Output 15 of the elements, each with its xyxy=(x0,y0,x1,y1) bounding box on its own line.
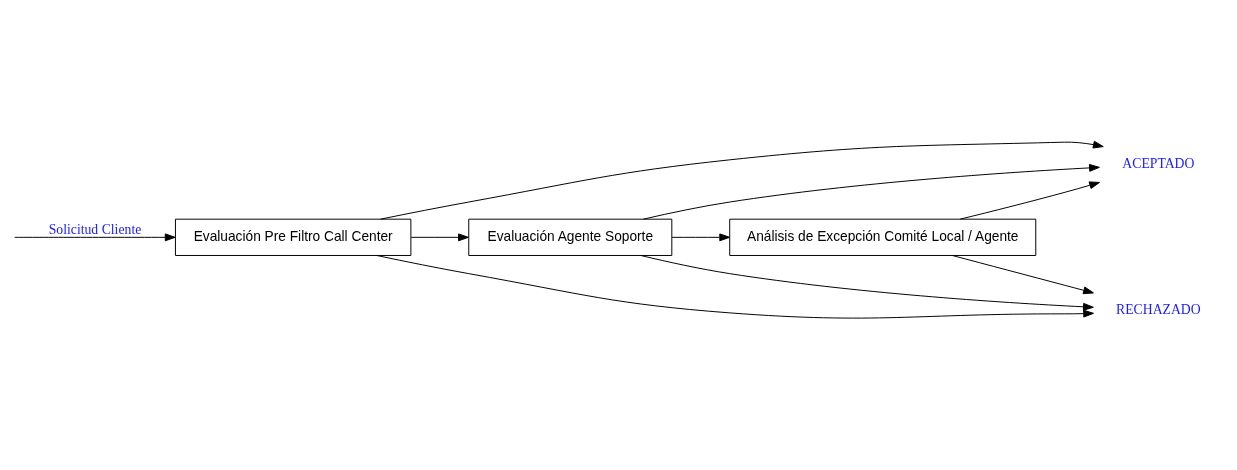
node-box: Evaluación Pre Filtro Call Center xyxy=(174,218,412,256)
arrow xyxy=(380,140,1104,220)
node-box: Análisis de Excepción Comité Local / Agente xyxy=(729,218,1037,256)
arrow xyxy=(642,163,1100,220)
node-text: RECHAZADO xyxy=(1116,301,1201,317)
edge-label: Solicitud Cliente xyxy=(48,221,142,237)
arrow xyxy=(640,255,1094,311)
arrow xyxy=(410,233,469,242)
arrow xyxy=(952,255,1094,295)
arrow xyxy=(671,233,731,242)
arrow xyxy=(959,181,1100,220)
arrow xyxy=(376,255,1094,319)
arrow xyxy=(14,233,176,242)
node-box: Evaluación Agente Soporte xyxy=(468,218,673,256)
node-text: ACEPTADO xyxy=(1122,156,1195,172)
